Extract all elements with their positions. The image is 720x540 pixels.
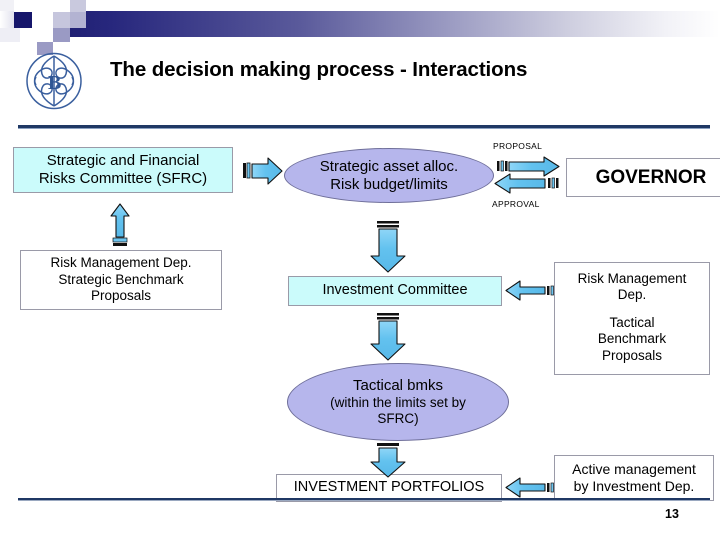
header-square-decor bbox=[70, 0, 86, 12]
header-square-decor bbox=[0, 28, 20, 42]
active-mgmt-line1: Active management bbox=[572, 460, 696, 477]
investment-portfolios-label: INVESTMENT PORTFOLIOS bbox=[293, 479, 485, 496]
arrow-saa-to-investment-committee bbox=[370, 221, 406, 273]
tactical-line3: SFRC) bbox=[377, 411, 419, 426]
arrow-tactical-to-investment-portfolios bbox=[370, 443, 406, 478]
rmd-tactical-line3: Tactical bbox=[609, 314, 655, 330]
arrow-sfrc-to-saa bbox=[243, 157, 283, 185]
header-square-decor bbox=[37, 42, 53, 55]
header-square-decor bbox=[14, 12, 32, 28]
rmd-tactical-line2: Dep. bbox=[617, 287, 647, 303]
node-strategic-asset-allocation[interactable]: Strategic asset alloc. Risk budget/limit… bbox=[284, 148, 494, 203]
header-square-decor bbox=[33, 28, 53, 42]
header-square-decor bbox=[53, 28, 70, 42]
arrow-rmd-tactical-to-investment-committee bbox=[505, 280, 554, 301]
header-square-decor bbox=[0, 0, 14, 11]
active-mgmt-line2: by Investment Dep. bbox=[573, 478, 695, 494]
governor-label: GOVERNOR bbox=[595, 166, 707, 188]
page-number: 13 bbox=[665, 507, 679, 521]
rmd-strategic-line1: Risk Management Dep. bbox=[50, 255, 192, 271]
footer-divider-shadow bbox=[18, 500, 710, 501]
node-investment-portfolios[interactable]: INVESTMENT PORTFOLIOS bbox=[276, 474, 502, 502]
header-square-decor bbox=[70, 12, 86, 28]
node-sfrc-line2: Risks Committee (SFRC) bbox=[38, 170, 208, 187]
header-square-decor bbox=[20, 42, 37, 55]
node-active-management[interactable]: Active management by Investment Dep. bbox=[554, 455, 714, 501]
node-investment-committee[interactable]: Investment Committee bbox=[288, 276, 502, 306]
header-square-decor bbox=[20, 28, 33, 42]
tactical-line1: Tactical bmks bbox=[352, 376, 444, 394]
saa-line2: Risk budget/limits bbox=[330, 175, 448, 193]
svg-text:B: B bbox=[48, 72, 61, 94]
arrow-rmd-strategic-to-sfrc bbox=[110, 203, 130, 246]
rmd-tactical-line5: Proposals bbox=[601, 347, 663, 363]
title-divider-shadow bbox=[18, 128, 710, 129]
arrow-active-management-to-portfolios bbox=[505, 477, 554, 498]
rmd-tactical-line4: Benchmark bbox=[597, 331, 667, 347]
header-square-decor bbox=[33, 12, 53, 28]
investment-committee-label: Investment Committee bbox=[322, 282, 468, 299]
arrow-approval-to-saa bbox=[494, 173, 559, 194]
header-square-decor bbox=[53, 12, 70, 28]
node-governor[interactable]: GOVERNOR bbox=[566, 158, 720, 197]
node-sfrc-line1: Strategic and Financial bbox=[46, 151, 200, 169]
node-risk-management-tactical[interactable]: Risk Management Dep. Tactical Benchmark … bbox=[554, 262, 710, 375]
node-risk-management-strategic[interactable]: Risk Management Dep. Strategic Benchmark… bbox=[20, 250, 222, 310]
node-sfrc[interactable]: Strategic and Financial Risks Committee … bbox=[13, 147, 233, 193]
tactical-line2: (within the limits set by bbox=[330, 394, 466, 410]
header-square-decor bbox=[33, 0, 53, 12]
header-square-decor bbox=[53, 0, 70, 12]
rmd-strategic-line3: Proposals bbox=[90, 288, 152, 304]
arrow-label-approval: APPROVAL bbox=[492, 199, 540, 209]
title-divider bbox=[18, 125, 710, 128]
bank-of-italy-logo-icon: B bbox=[20, 52, 88, 110]
arrow-proposal-to-governor bbox=[497, 156, 560, 177]
rmd-strategic-line2: Strategic Benchmark bbox=[58, 271, 184, 287]
page-title: The decision making process - Interactio… bbox=[110, 58, 528, 81]
header-gradient-band bbox=[43, 11, 720, 37]
arrow-investment-committee-to-tactical bbox=[370, 313, 406, 361]
node-tactical-benchmarks[interactable]: Tactical bmks (within the limits set by … bbox=[287, 363, 509, 441]
arrow-label-proposal: PROPOSAL bbox=[493, 141, 543, 151]
footer-divider bbox=[18, 498, 710, 500]
saa-line1: Strategic asset alloc. bbox=[319, 157, 459, 175]
header-square-decor bbox=[0, 11, 14, 28]
rmd-tactical-line1: Risk Management bbox=[577, 271, 687, 286]
